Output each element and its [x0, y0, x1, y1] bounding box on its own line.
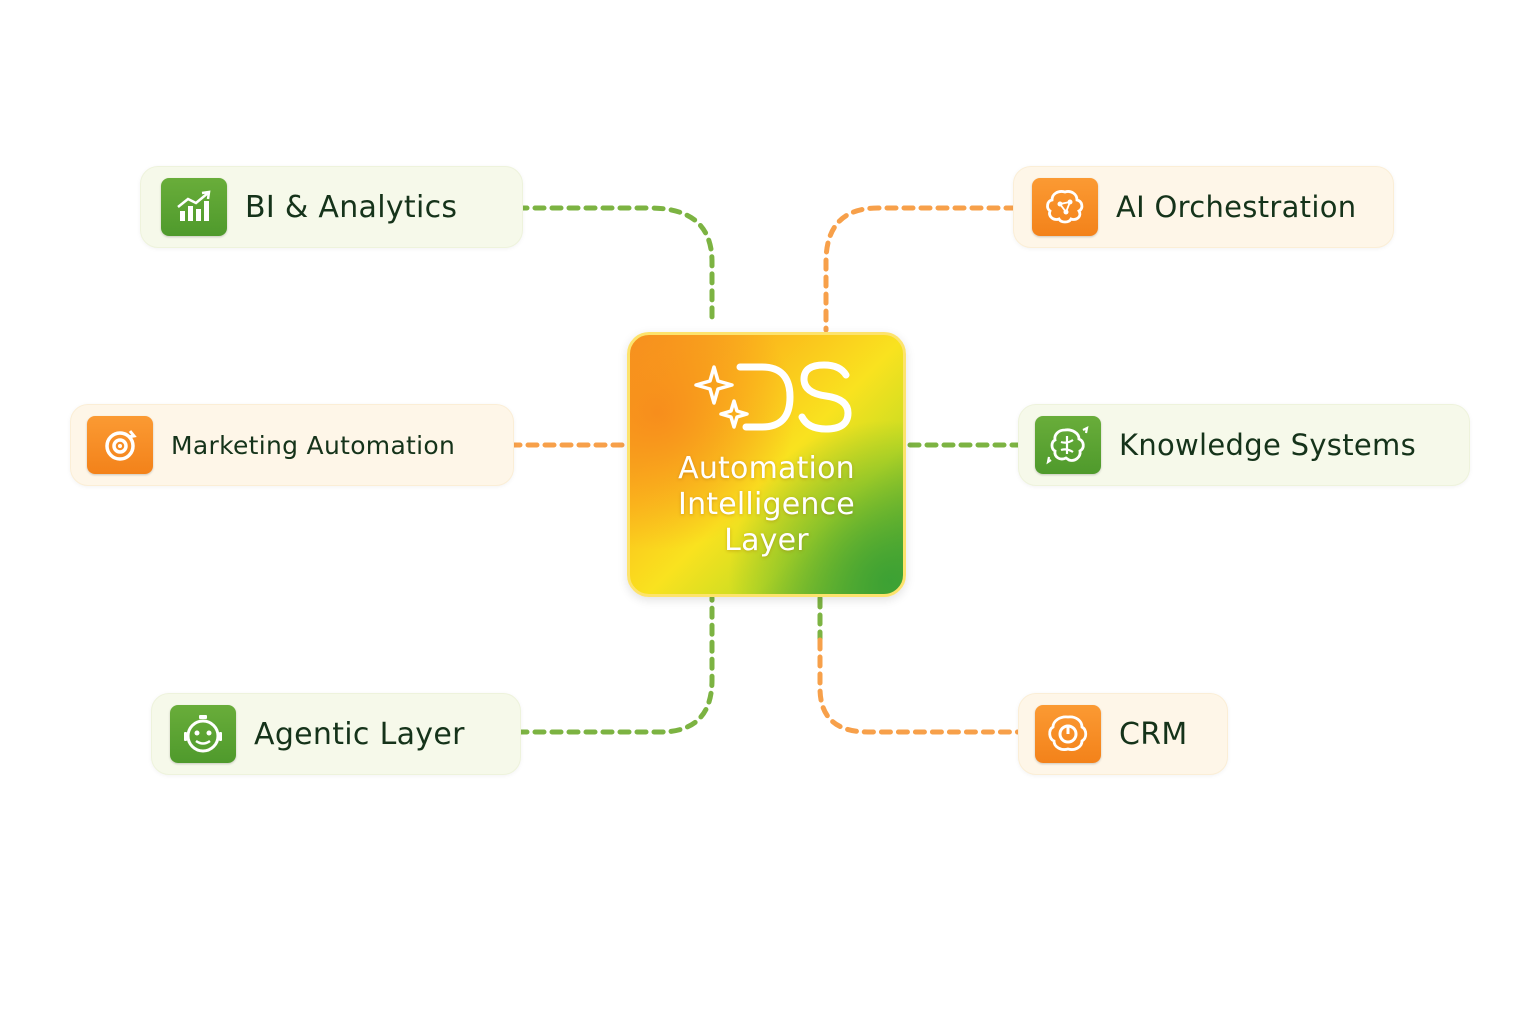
- node-label: Knowledge Systems: [1119, 428, 1416, 462]
- hub-title: Automation Intelligence Layer: [630, 451, 903, 559]
- ds-logo-icon: [690, 357, 860, 441]
- node-label: Marketing Automation: [171, 430, 456, 460]
- node-ai-orchestration: AI Orchestration: [1013, 166, 1394, 248]
- node-crm: CRM: [1018, 693, 1228, 775]
- node-marketing-automation: Marketing Automation: [70, 404, 514, 486]
- connector-agentic: [481, 595, 715, 735]
- node-agentic-layer: Agentic Layer: [151, 693, 521, 775]
- bar-chart-growth-icon: [161, 178, 227, 236]
- connector-ai: [823, 205, 1018, 333]
- target-refresh-icon: [87, 416, 153, 474]
- hub-title-line: Automation: [678, 451, 855, 486]
- node-label: BI & Analytics: [245, 189, 458, 225]
- robot-agent-icon: [170, 705, 236, 763]
- node-label: CRM: [1119, 716, 1188, 752]
- node-label: Agentic Layer: [254, 716, 465, 752]
- hub-title-line: Layer: [724, 523, 809, 558]
- crm-cycle-icon: [1035, 705, 1101, 763]
- hub-title-line: Intelligence: [678, 487, 855, 522]
- node-knowledge-systems: Knowledge Systems: [1018, 404, 1470, 486]
- connector-bi: [481, 205, 715, 325]
- hub-automation-intelligence-layer: Automation Intelligence Layer: [627, 332, 906, 597]
- knowledge-brain-icon: [1035, 416, 1101, 474]
- brain-network-icon: [1032, 178, 1098, 236]
- node-bi-analytics: BI & Analytics: [140, 166, 523, 248]
- node-label: AI Orchestration: [1116, 190, 1357, 224]
- connector-crm: [817, 637, 1023, 735]
